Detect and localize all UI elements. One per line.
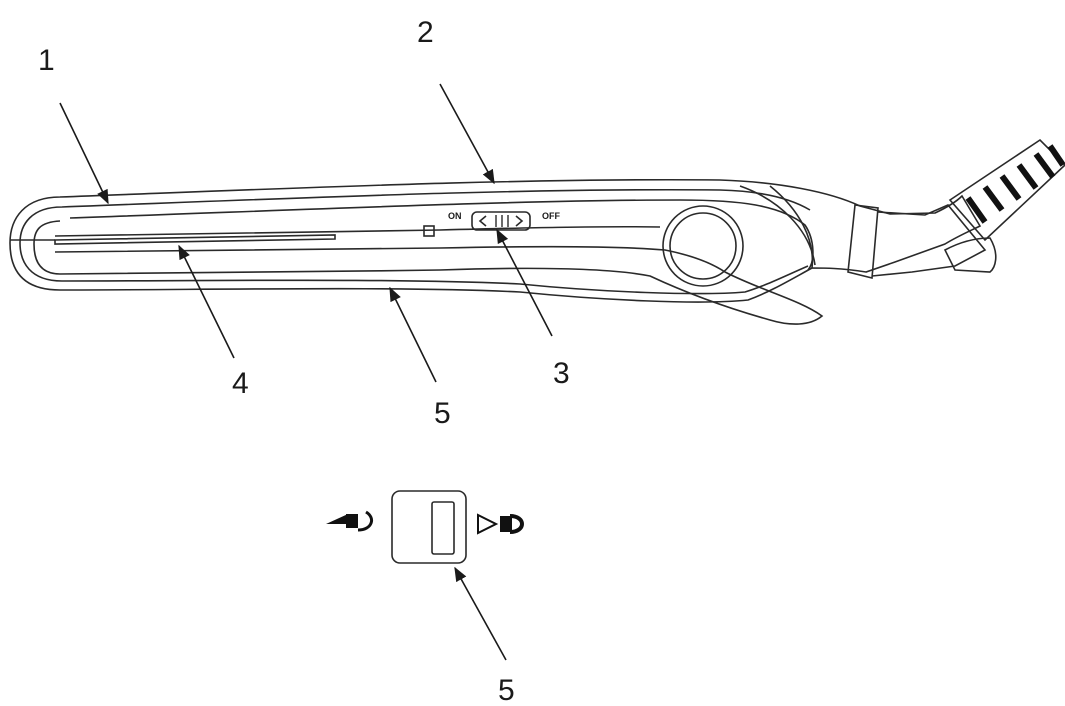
on-off-switch[interactable]: ON OFF: [448, 211, 560, 231]
callout-arrow-5-body: [389, 286, 437, 383]
switch-off-label: OFF: [542, 211, 560, 221]
callout-label-3: 3: [553, 357, 570, 390]
cord-loop: [943, 237, 997, 273]
callout-arrow-3: [496, 228, 553, 337]
unlocked-padlock-icon: [326, 510, 374, 532]
callout-label-4: 4: [232, 367, 249, 400]
hinge-pivot: [662, 205, 744, 287]
locked-padlock-icon: [477, 513, 524, 535]
strain-relief: [948, 138, 1065, 242]
lower-groove: [33, 220, 824, 325]
handle-sweep: [739, 185, 816, 269]
callout-label-5-lock: 5: [498, 674, 515, 706]
lock-switch-knob[interactable]: [431, 501, 455, 555]
hinge-pivot-inner: [669, 212, 737, 280]
lock-switch-detail: [326, 490, 524, 564]
cord-swivel: [871, 204, 987, 277]
callout-arrow-1: [59, 102, 109, 205]
callout-label-5-body: 5: [434, 397, 451, 430]
heating-plate: [54, 234, 336, 245]
callout-label-2: 2: [417, 16, 434, 49]
callout-label-1: 1: [38, 44, 55, 77]
center-groove: [54, 225, 661, 237]
lock-switch-housing: [391, 490, 467, 564]
power-indicator: [423, 225, 435, 237]
rear-collar: [847, 204, 879, 280]
switch-on-label: ON: [448, 211, 462, 221]
housing-inner-outline: [19, 188, 811, 295]
straightener-body: ON OFF: [9, 138, 1065, 325]
upper-arm: [69, 199, 814, 271]
switch-right-chevron: [515, 215, 524, 227]
callout-arrow-2: [439, 83, 495, 185]
callout-arrow-5-lock: [454, 566, 507, 661]
callout-arrow-4: [178, 244, 235, 359]
switch-left-chevron: [478, 215, 487, 227]
